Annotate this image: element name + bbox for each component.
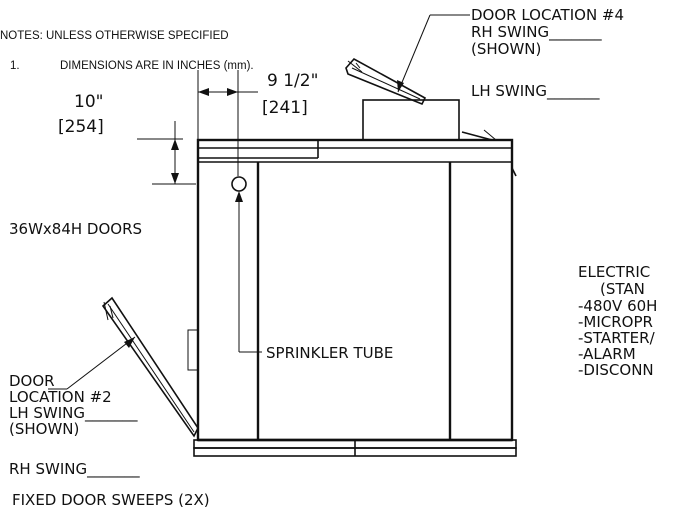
roof-unit — [362, 99, 497, 141]
dim-vertical-lines — [137, 121, 196, 185]
door-4-label-line2: RH SWING_______ — [471, 23, 602, 42]
door-2-label-line3: LH SWING_______ — [9, 404, 138, 423]
door-sweeps-label: FIXED DOOR SWEEPS (2X) — [12, 491, 210, 509]
building-body — [187, 138, 517, 457]
dim-horizontal-mm: [241] — [262, 98, 308, 118]
dim-horizontal-inches: 9 1/2" — [267, 71, 318, 91]
door-2-label-line2: LOCATION #2 — [9, 388, 112, 406]
electric-label-line1: ELECTRIC — [578, 263, 650, 281]
dim-horizontal-lines — [197, 70, 258, 176]
sprinkler-label: SPRINKLER TUBE — [266, 344, 393, 362]
door-4-label-line3: (SHOWN) — [471, 40, 541, 58]
door-2-alt-swing: RH SWING_______ — [9, 460, 140, 479]
door-2-open — [101, 296, 199, 438]
electric-label-line6: -ALARM — [578, 345, 636, 363]
door-4-label-line1: DOOR LOCATION #4 — [471, 6, 624, 24]
electric-label-line4: -MICROPR — [578, 313, 653, 331]
notes-item-text: DIMENSIONS ARE IN INCHES (mm). — [60, 60, 254, 72]
door-2-label-line4: (SHOWN) — [9, 420, 79, 438]
notes-item-number: 1. — [10, 60, 20, 72]
door-2-label-line1: DOOR — [9, 372, 55, 390]
electric-label-line5: -STARTER/ — [578, 329, 656, 347]
door-4-leader — [397, 14, 470, 93]
dim-vertical-inches: 10" — [74, 92, 103, 112]
door-4-open — [345, 57, 427, 106]
doors-size-label: 36Wx84H DOORS — [9, 220, 142, 238]
electric-label-line7: -DISCONN — [578, 361, 654, 379]
electric-label-line2: (STAN — [600, 280, 645, 298]
electric-label-line3: -480V 60H — [578, 297, 657, 315]
notes-header: NOTES: UNLESS OTHERWISE SPECIFIED — [0, 30, 229, 42]
dim-vertical-mm: [254] — [58, 117, 104, 137]
door-2-leader — [48, 336, 136, 390]
sprinkler-tube — [231, 176, 262, 353]
door-4-alt-swing: LH SWING_______ — [471, 82, 600, 101]
